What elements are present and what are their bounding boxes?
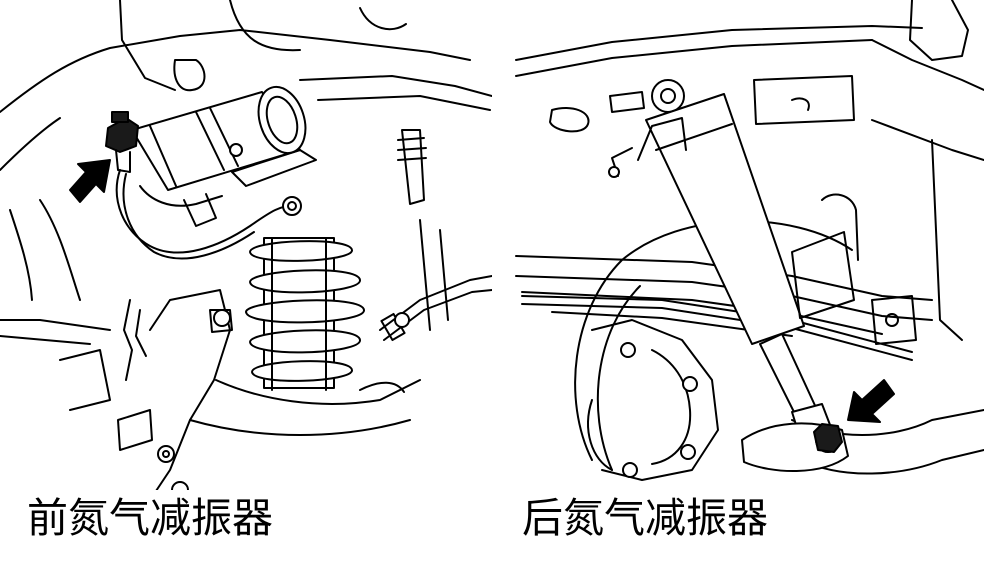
front-coil-spring bbox=[245, 237, 365, 391]
front-shock-illustration bbox=[0, 0, 492, 501]
rear-brake-drum bbox=[574, 220, 984, 481]
rear-shock-figure: 后氮气减振器 bbox=[492, 0, 984, 571]
front-shock-figure: 前氮气减振器 bbox=[0, 0, 492, 546]
rear-shock-body bbox=[608, 79, 819, 421]
front-pointer-arrow bbox=[69, 159, 111, 203]
front-gas-valve bbox=[105, 111, 139, 173]
rear-bracket bbox=[791, 193, 917, 345]
rear-gas-valve bbox=[813, 423, 843, 453]
front-shock-body bbox=[131, 85, 317, 227]
rear-shock-caption: 后氮气减振器 bbox=[522, 490, 772, 546]
rear-shock-illustration bbox=[515, 0, 984, 481]
front-strut-mount bbox=[397, 129, 449, 331]
front-control-arm bbox=[59, 289, 421, 501]
front-shock-caption: 前氮气减振器 bbox=[27, 490, 277, 546]
rear-pointer-arrow bbox=[847, 379, 895, 423]
front-frame-lines bbox=[0, 0, 492, 345]
front-bolts bbox=[213, 143, 410, 328]
